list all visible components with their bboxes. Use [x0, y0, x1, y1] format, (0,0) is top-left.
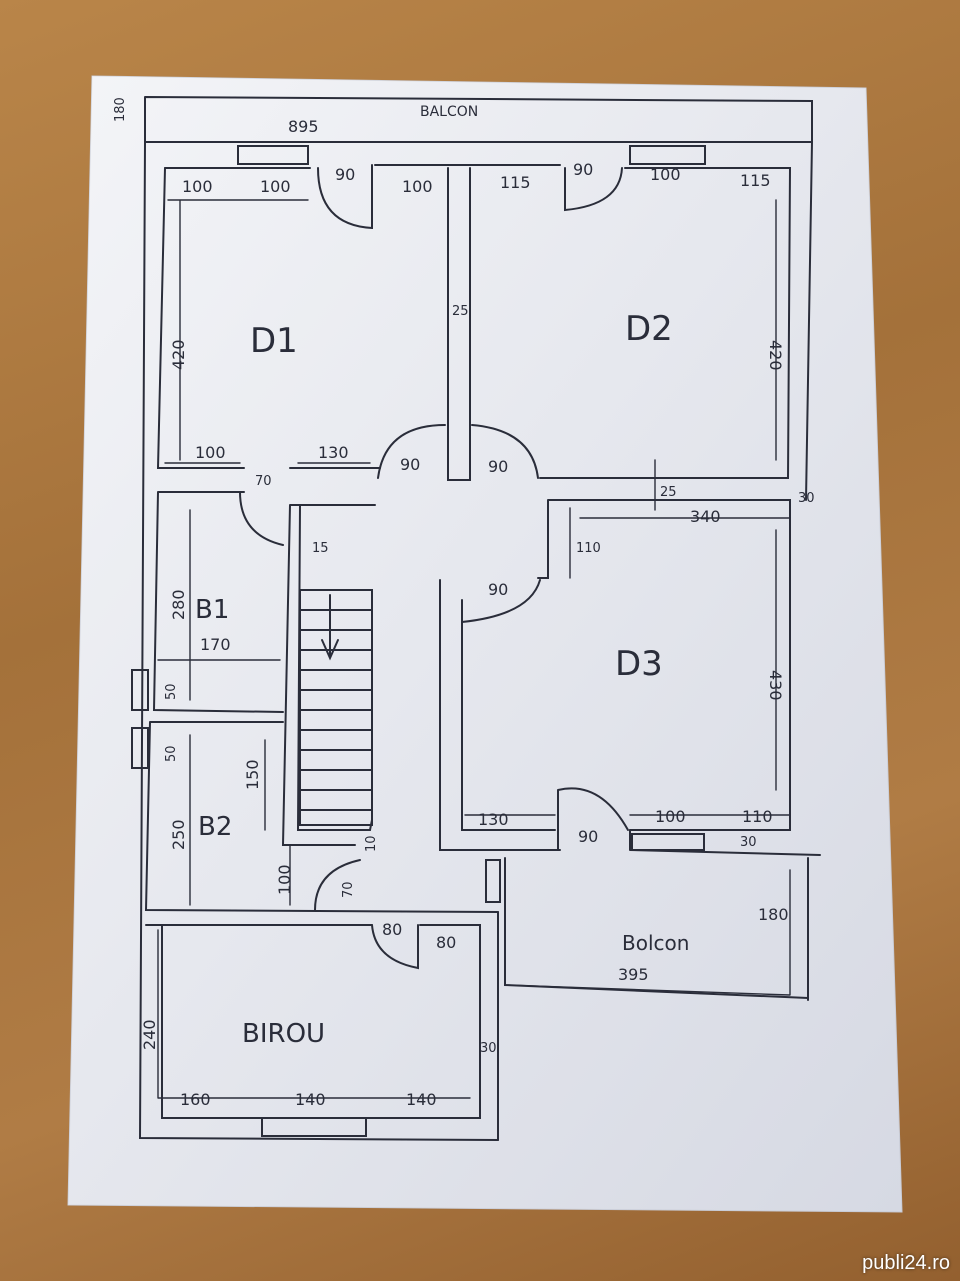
paper-shade: [68, 76, 902, 1212]
dim-hall-door-right: 90: [488, 457, 508, 476]
dim-hall-door-low: 90: [488, 580, 508, 599]
office-walls: [145, 911, 499, 1141]
label-b2: B2: [198, 812, 232, 842]
door-b2: [314, 859, 361, 911]
dim-d2-top-b: 100: [650, 165, 681, 184]
dim-d3-bottom-b: 100: [655, 807, 686, 826]
dim-d3-width: 340: [690, 507, 721, 526]
balcony-top-depth: 180: [113, 97, 128, 122]
label-d2: D2: [625, 309, 673, 349]
door-office: [371, 924, 419, 970]
label-balcony-right: Bolcon: [622, 931, 689, 955]
dim-stair-wall: 10: [364, 835, 379, 852]
d3-walls: [537, 499, 791, 831]
dim-d2-height: 420: [766, 340, 785, 371]
dim-hall-door-left: 90: [400, 455, 420, 474]
dim-d2-top-c: 115: [740, 171, 771, 190]
dim-office-door-b: 80: [436, 933, 456, 952]
dim-office-bottom-b: 140: [295, 1090, 326, 1109]
door-b1: [239, 491, 284, 546]
window-d1: [237, 145, 309, 165]
stair-steps: [299, 609, 373, 811]
label-b1: B1: [195, 595, 229, 625]
dim-d2-door: 90: [573, 160, 593, 179]
window-d2: [629, 145, 706, 165]
balcony-right-width: 395: [618, 965, 649, 984]
door-hall-low: [461, 579, 541, 623]
dim-office-door-a: 80: [382, 920, 402, 939]
dim-d3-height: 430: [766, 670, 785, 701]
balcony-top-width: 895: [288, 117, 319, 136]
dim-d3-side: 30: [798, 491, 815, 506]
dim-d1-top-b: 100: [260, 177, 291, 196]
dim-d3-notch: 110: [576, 541, 601, 556]
b2-walls: [144, 721, 499, 913]
dim-b2-stair-gap: 150: [243, 759, 262, 790]
dim-office-height: 240: [140, 1019, 159, 1050]
window-b2: [131, 727, 149, 769]
dim-office-bottom-a: 160: [180, 1090, 211, 1109]
window-hall: [485, 859, 501, 903]
inner-outer-wall: [164, 164, 792, 479]
label-d3: D3: [615, 644, 663, 684]
dim-d1-bottom-b: 130: [318, 443, 349, 462]
door-d2: [564, 167, 623, 212]
balcony-right-depth: 180: [758, 905, 789, 924]
dim-lines: [157, 199, 791, 1099]
dim-d3-door: 90: [578, 827, 598, 846]
dim-b2-height: 250: [169, 819, 188, 850]
dim-wall-b1: 15: [312, 541, 329, 556]
dim-b1-window: 50: [164, 683, 179, 700]
b1-walls: [152, 491, 284, 713]
outer-wall: [138, 141, 814, 1141]
wall-d1-d2: [447, 167, 471, 481]
d3-left-wall: [439, 579, 561, 851]
dim-b2-door-gap: 100: [275, 864, 294, 895]
dim-b1-door: 70: [255, 474, 272, 489]
dim-b1-height: 280: [169, 589, 188, 620]
door-d3: [557, 787, 629, 851]
stair-arrow: [321, 594, 339, 661]
dim-d1-door: 90: [335, 165, 355, 184]
d1-inner: [156, 167, 381, 469]
watermark: publi24.ro: [862, 1252, 950, 1274]
dim-d1-height: 420: [169, 339, 188, 370]
label-balcony-top: BALCON: [420, 104, 478, 120]
door-hall-right: [471, 424, 539, 479]
label-office: BIROU: [242, 1019, 325, 1049]
door-hall-left: [377, 424, 446, 479]
dim-d3-wall-bottom: 30: [740, 835, 757, 850]
label-d1: D1: [250, 321, 298, 361]
window-b1: [131, 669, 149, 711]
dim-b1-width: 170: [200, 635, 231, 654]
dim-b2-window: 50: [164, 745, 179, 762]
dim-d3-bottom-a: 130: [478, 810, 509, 829]
dim-d1-top-c: 100: [402, 177, 433, 196]
dim-office-bottom-c: 140: [406, 1090, 437, 1109]
dim-d3-bottom-c: 110: [742, 807, 773, 826]
dim-d2-top-a: 115: [500, 173, 531, 192]
door-d1: [317, 164, 373, 230]
dim-wall-mid: 25: [452, 304, 469, 319]
balcony-top-outline: [144, 96, 813, 143]
dim-d1-bottom-a: 100: [195, 443, 226, 462]
dim-b2-door: 70: [341, 881, 356, 898]
window-office: [261, 1117, 367, 1137]
window-d3: [631, 833, 705, 851]
dim-wall-d3-top: 25: [660, 485, 677, 500]
dim-d1-top-a: 100: [182, 177, 213, 196]
dim-office-wall: 30: [480, 1041, 497, 1056]
staircase: [299, 589, 373, 826]
